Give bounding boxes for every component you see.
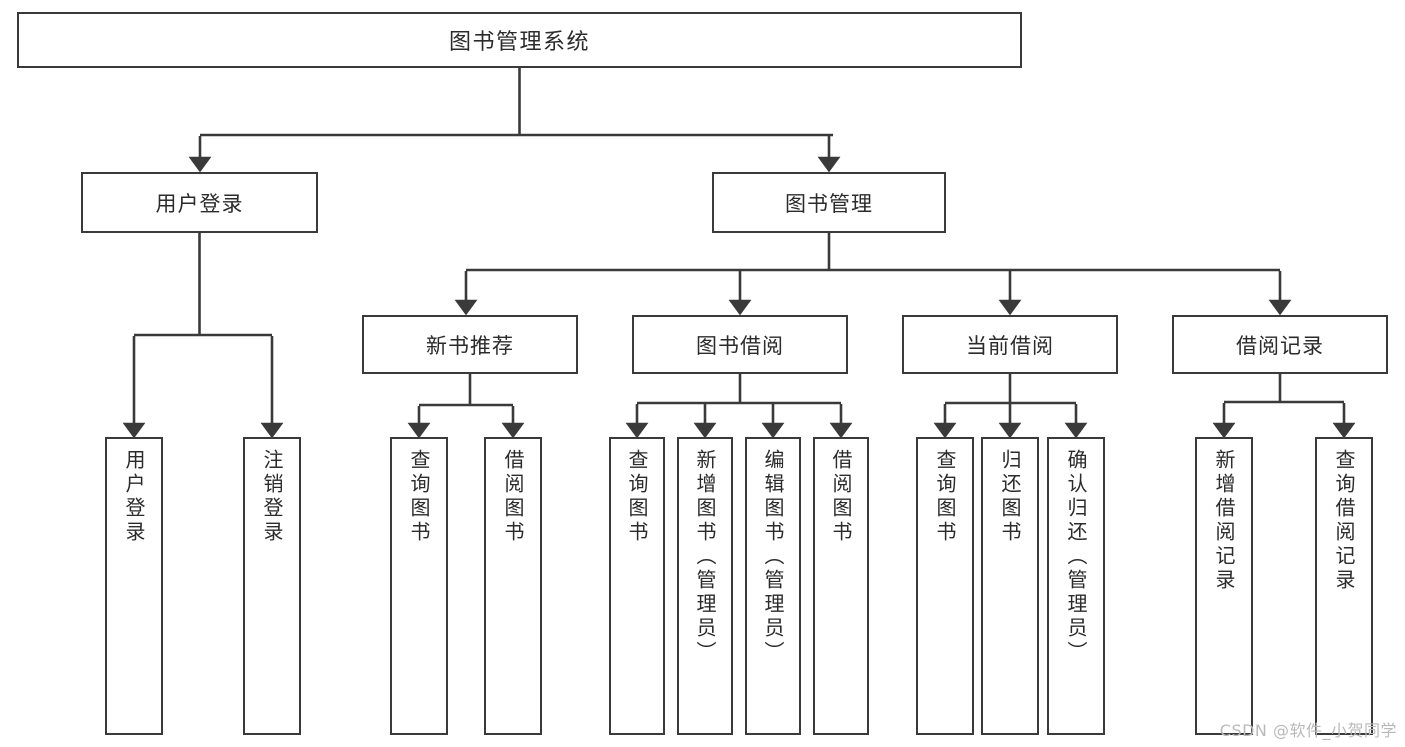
leaf-add-record-label: 新增借阅记录 xyxy=(1212,449,1236,593)
leaf-query-record-label: 查询借阅记录 xyxy=(1332,449,1356,593)
leaf-query-book-1[interactable]: 查询图书 xyxy=(390,437,448,735)
leaf-query-book-3-label: 查询图书 xyxy=(933,449,957,545)
node-user-login-label: 用户登录 xyxy=(155,191,244,216)
leaf-borrow-book-1-label: 借阅图书 xyxy=(501,449,525,545)
node-book-manage[interactable]: 图书管理 xyxy=(712,172,946,233)
leaf-confirm-return-label: 确认归还（管理员） xyxy=(1064,449,1088,665)
leaf-edit-book-label: 编辑图书（管理员） xyxy=(761,449,785,665)
node-new-book-rec[interactable]: 新书推荐 xyxy=(362,315,578,374)
leaf-query-book-2-label: 查询图书 xyxy=(625,449,649,545)
node-user-login[interactable]: 用户登录 xyxy=(81,172,318,233)
leaf-query-book-1-label: 查询图书 xyxy=(407,449,431,545)
leaf-query-record[interactable]: 查询借阅记录 xyxy=(1315,437,1373,735)
leaf-user-login[interactable]: 用户登录 xyxy=(105,437,163,735)
leaf-add-book-label: 新增图书（管理员） xyxy=(693,449,717,665)
node-new-book-rec-label: 新书推荐 xyxy=(426,333,514,358)
leaf-confirm-return[interactable]: 确认归还（管理员） xyxy=(1047,437,1105,735)
node-root[interactable]: 图书管理系统 xyxy=(17,12,1022,68)
node-current-borrow-label: 当前借阅 xyxy=(966,333,1054,358)
leaf-user-login-label: 用户登录 xyxy=(122,449,146,545)
node-root-label: 图书管理系统 xyxy=(448,30,590,55)
leaf-logout-label: 注销登录 xyxy=(260,449,284,545)
node-borrow-record-label: 借阅记录 xyxy=(1236,333,1324,358)
leaf-borrow-book-1[interactable]: 借阅图书 xyxy=(484,437,542,735)
leaf-edit-book[interactable]: 编辑图书（管理员） xyxy=(745,437,801,735)
leaf-query-book-2[interactable]: 查询图书 xyxy=(609,437,665,735)
leaf-borrow-book-2-label: 借阅图书 xyxy=(829,449,853,545)
leaf-logout[interactable]: 注销登录 xyxy=(243,437,301,735)
leaf-borrow-book-2[interactable]: 借阅图书 xyxy=(813,437,869,735)
node-borrow-record[interactable]: 借阅记录 xyxy=(1172,315,1388,374)
leaf-add-book[interactable]: 新增图书（管理员） xyxy=(677,437,733,735)
node-book-manage-label: 图书管理 xyxy=(785,191,873,216)
csdn-watermark: CSDN @软件_小贺同学 xyxy=(1219,721,1397,740)
leaf-return-book-label: 归还图书 xyxy=(998,449,1022,545)
leaf-add-record[interactable]: 新增借阅记录 xyxy=(1195,437,1253,735)
leaf-query-book-3[interactable]: 查询图书 xyxy=(916,437,974,735)
node-book-borrow[interactable]: 图书借阅 xyxy=(632,315,848,374)
node-book-borrow-label: 图书借阅 xyxy=(696,333,784,358)
node-current-borrow[interactable]: 当前借阅 xyxy=(902,315,1118,374)
leaf-return-book[interactable]: 归还图书 xyxy=(981,437,1039,735)
